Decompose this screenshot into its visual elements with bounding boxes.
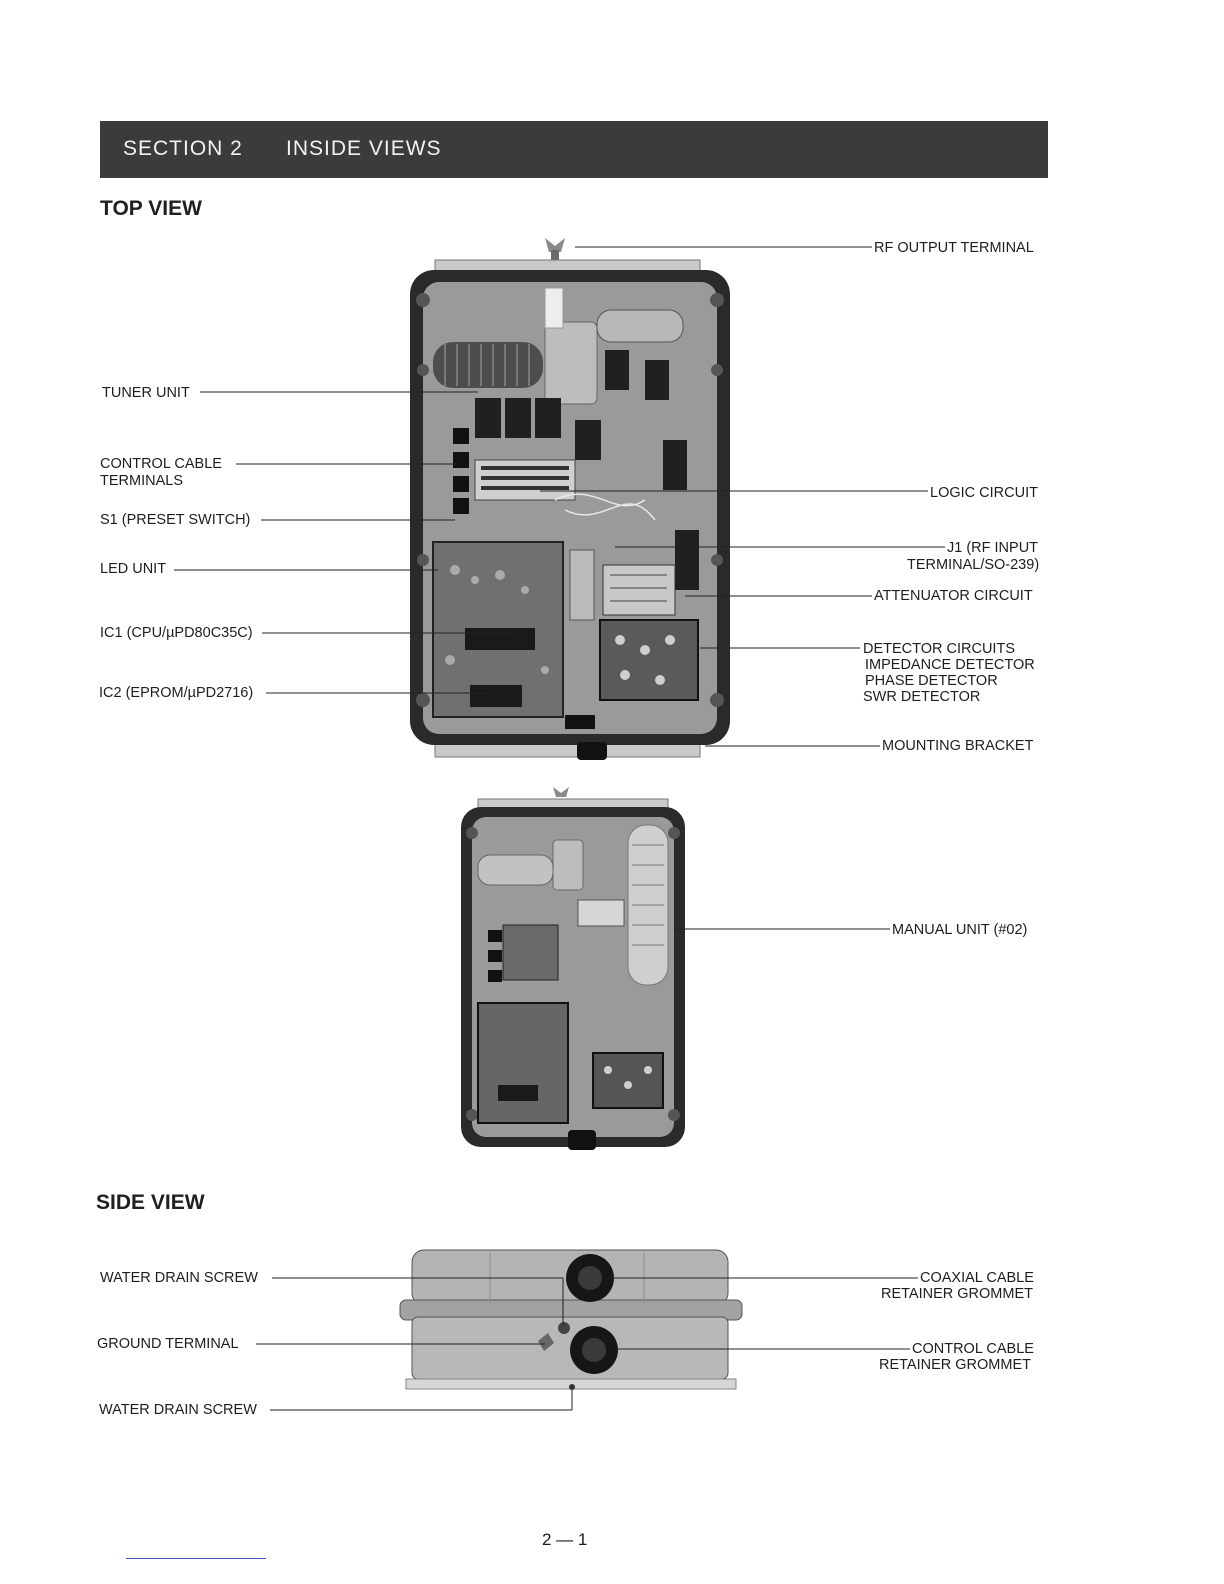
label-coaxial-cable: COAXIAL CABLE — [920, 1270, 1034, 1286]
label-ground-terminal: GROUND TERMINAL — [97, 1336, 239, 1352]
section-banner: SECTION 2 INSIDE VIEWS — [100, 121, 1048, 178]
top-view-photo — [410, 238, 730, 760]
label-coaxial-retainer-grommet: RETAINER GROMMET — [881, 1286, 1033, 1302]
label-led-unit: LED UNIT — [100, 561, 167, 577]
label-ic1: IC1 (CPU/µPD80C35C) — [100, 625, 253, 641]
label-manual-unit: MANUAL UNIT (#02) — [892, 922, 1028, 938]
label-logic-circuit: LOGIC CIRCUIT — [930, 485, 1038, 501]
label-impedance-detector: IMPEDANCE DETECTOR — [865, 657, 1035, 673]
label-water-drain-screw-bottom: WATER DRAIN SCREW — [99, 1402, 257, 1418]
label-j1-rf-input: J1 (RF INPUT — [947, 540, 1039, 556]
side-view-heading: SIDE VIEW — [96, 1191, 205, 1214]
side-view-photo — [399, 1249, 743, 1390]
page-number: 2 — 1 — [542, 1530, 588, 1549]
footer-rule — [126, 1558, 266, 1559]
section-number: SECTION 2 — [123, 137, 243, 160]
label-control-cable-side: CONTROL CABLE — [912, 1341, 1034, 1357]
section-title: INSIDE VIEWS — [286, 137, 442, 160]
label-detector-circuits: DETECTOR CIRCUITS — [863, 641, 1015, 657]
label-phase-detector: PHASE DETECTOR — [865, 673, 998, 689]
manual-unit-photo — [461, 787, 685, 1150]
label-ic2: IC2 (EPROM/µPD2716) — [99, 685, 254, 701]
label-preset-switch: S1 (PRESET SWITCH) — [100, 512, 251, 528]
label-control-cable-terminals: TERMINALS — [100, 473, 183, 489]
label-swr-detector: SWR DETECTOR — [863, 689, 981, 705]
label-rf-output-terminal: RF OUTPUT TERMINAL — [874, 240, 1034, 256]
label-j1-terminal: TERMINAL/SO-239) — [907, 557, 1040, 573]
label-control-retainer-grommet: RETAINER GROMMET — [879, 1357, 1031, 1373]
label-mounting-bracket: MOUNTING BRACKET — [882, 738, 1034, 754]
label-water-drain-screw-top: WATER DRAIN SCREW — [100, 1270, 258, 1286]
label-control-cable: CONTROL CABLE — [100, 456, 222, 472]
top-view-heading: TOP VIEW — [100, 197, 202, 220]
label-tuner-unit: TUNER UNIT — [102, 385, 190, 401]
label-attenuator-circuit: ATTENUATOR CIRCUIT — [874, 588, 1033, 604]
